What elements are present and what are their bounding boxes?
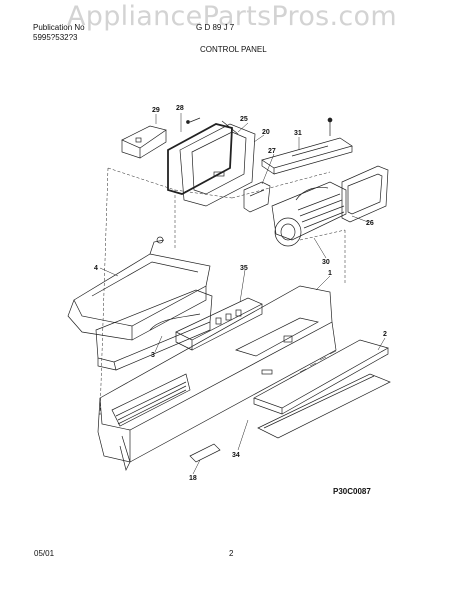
callout-4: 4	[94, 265, 98, 272]
part-28-gasket	[167, 123, 233, 195]
callout-3: 3	[151, 352, 155, 359]
page-title: CONTROL PANEL	[200, 45, 267, 54]
part-26-window	[341, 165, 389, 223]
publication-label: Publication No	[33, 23, 85, 32]
callout-1: 1	[328, 270, 332, 277]
part-2-overlay	[253, 339, 389, 415]
callout-27: 27	[268, 148, 276, 155]
part-27-connector	[243, 181, 271, 213]
publication-number: 5995?532?3	[33, 33, 78, 42]
figure-code: P30C0087	[333, 487, 371, 496]
part-30-blower	[271, 181, 347, 247]
part-18-label	[189, 443, 221, 463]
part-20-display-frame	[179, 123, 256, 207]
part-1-control-panel	[97, 285, 337, 472]
watermark: AppliancePartsPros.com	[67, 1, 397, 32]
callout-30: 30	[322, 259, 330, 266]
footer-date: 05/01	[34, 549, 55, 558]
page-number: 2	[229, 549, 234, 558]
callout-35: 35	[240, 265, 248, 272]
callout-25: 25	[240, 116, 248, 123]
alignment-guides	[99, 167, 346, 416]
part-3-control-board	[95, 289, 213, 371]
callout-26: 26	[366, 220, 374, 227]
part-29-bracket	[121, 125, 167, 159]
part-4-duct	[67, 236, 211, 341]
callout-2: 2	[383, 331, 387, 338]
part-31-label-strip	[261, 137, 353, 175]
callout-20: 20	[262, 129, 270, 136]
model-number: G D 89 J 7	[196, 23, 235, 32]
callout-28: 28	[176, 105, 184, 112]
callout-34: 34	[232, 452, 240, 459]
part-35-module	[175, 297, 263, 351]
callout-31: 31	[294, 130, 302, 137]
callout-29: 29	[152, 107, 160, 114]
callout-18: 18	[189, 475, 197, 482]
part-34-bottom-strip	[257, 373, 391, 439]
leader-lines	[99, 113, 386, 475]
